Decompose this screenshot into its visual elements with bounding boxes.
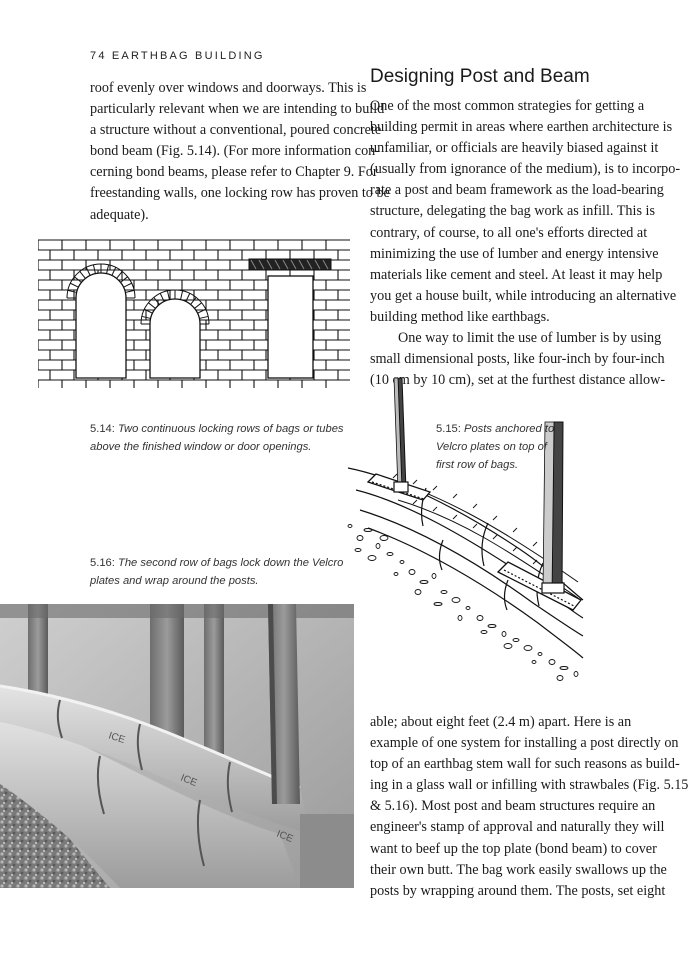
caption-text: Velcro plates on top of bbox=[436, 441, 547, 453]
text-line: engineer's stamp of approval and natural… bbox=[370, 819, 665, 836]
caption-text: above the finished window or door openin… bbox=[90, 441, 312, 453]
caption-text: Posts anchored to bbox=[464, 423, 555, 435]
text-line: ing in a glass wall or infilling with st… bbox=[370, 777, 689, 794]
caption-number: 5.14: bbox=[90, 423, 115, 435]
figure-5-16-photo: ICE ICE ICE bbox=[0, 604, 354, 888]
section-heading: Designing Post and Beam bbox=[370, 66, 590, 87]
text-line: example of one system for installing a p… bbox=[370, 735, 679, 752]
text-line: particularly relevant when we are intend… bbox=[90, 101, 385, 118]
caption-text: The second row of bags lock down the Vel… bbox=[118, 557, 344, 569]
text-line: unfamiliar, or officials are heavily bia… bbox=[370, 140, 659, 157]
caption-number: 5.16: bbox=[90, 557, 115, 569]
figure-5-14-wall-drawing bbox=[38, 239, 350, 388]
text-line: adequate). bbox=[90, 206, 149, 223]
text-line: posts by wrapping around them. The posts… bbox=[370, 882, 666, 899]
text-line: contrary, of course, to all one's effort… bbox=[370, 224, 648, 241]
caption-text: first row of bags. bbox=[436, 459, 519, 471]
text-line: you get a house built, while introducing… bbox=[370, 287, 677, 304]
text-line: their own butt. The bag work easily swal… bbox=[370, 861, 667, 878]
caption-number: 5.15: bbox=[436, 423, 461, 435]
text-line: & 5.16). Most post and beam structures r… bbox=[370, 798, 656, 815]
bottom-right-text: able; about eight feet (2.4 m) apart. He… bbox=[370, 712, 689, 902]
bag-print-text: ICE bbox=[107, 730, 127, 746]
text-line: small dimensional posts, like four-inch … bbox=[370, 351, 665, 368]
text-line: want to beef up the top plate (bond beam… bbox=[370, 840, 657, 857]
column-2-text: One of the most common strategies for ge… bbox=[370, 96, 681, 391]
running-head: 74 EARTHBAG BUILDING bbox=[90, 50, 265, 62]
text-line: bond beam (Fig. 5.14). (For more informa… bbox=[90, 143, 380, 160]
text-line: cerning bond beams, please refer to Chap… bbox=[90, 164, 378, 181]
text-line: minimizing the use of lumber and energy … bbox=[370, 245, 659, 262]
caption-5-14: 5.14: Two continuous locking rows of bag… bbox=[90, 420, 344, 456]
caption-5-15: 5.15: Posts anchored to Velcro plates on… bbox=[436, 420, 554, 474]
figure-5-15-posts-drawing bbox=[347, 378, 584, 681]
text-line: One way to limit the use of lumber is by… bbox=[398, 330, 662, 347]
text-line: roof evenly over windows and doorways. T… bbox=[90, 80, 367, 96]
text-line: (10 cm by 10 cm), set at the furthest di… bbox=[370, 372, 666, 389]
text-line: structure, delegating the bag work as in… bbox=[370, 203, 656, 220]
caption-text: plates and wrap around the posts. bbox=[90, 575, 259, 587]
text-line: freestanding walls, one locking row has … bbox=[90, 185, 390, 202]
text-line: One of the most common strategies for ge… bbox=[370, 98, 645, 114]
caption-text: Two continuous locking rows of bags or t… bbox=[118, 423, 344, 435]
text-line: top of an earthbag stem wall for such re… bbox=[370, 756, 680, 773]
column-1-text: roof evenly over windows and doorways. T… bbox=[90, 78, 390, 226]
text-line: building method like earthbags. bbox=[370, 308, 550, 325]
text-line: a structure without a conventional, pour… bbox=[90, 122, 382, 139]
text-line: building permit in areas where earthen a… bbox=[370, 119, 673, 136]
caption-5-16: 5.16: The second row of bags lock down t… bbox=[90, 554, 343, 590]
text-line: rate a post and beam framework as the lo… bbox=[370, 182, 664, 199]
text-line: able; about eight feet (2.4 m) apart. He… bbox=[370, 714, 632, 730]
text-line: materials like cement and steel. At leas… bbox=[370, 266, 663, 283]
text-line: (usually from ignorance of the medium), … bbox=[370, 161, 681, 178]
